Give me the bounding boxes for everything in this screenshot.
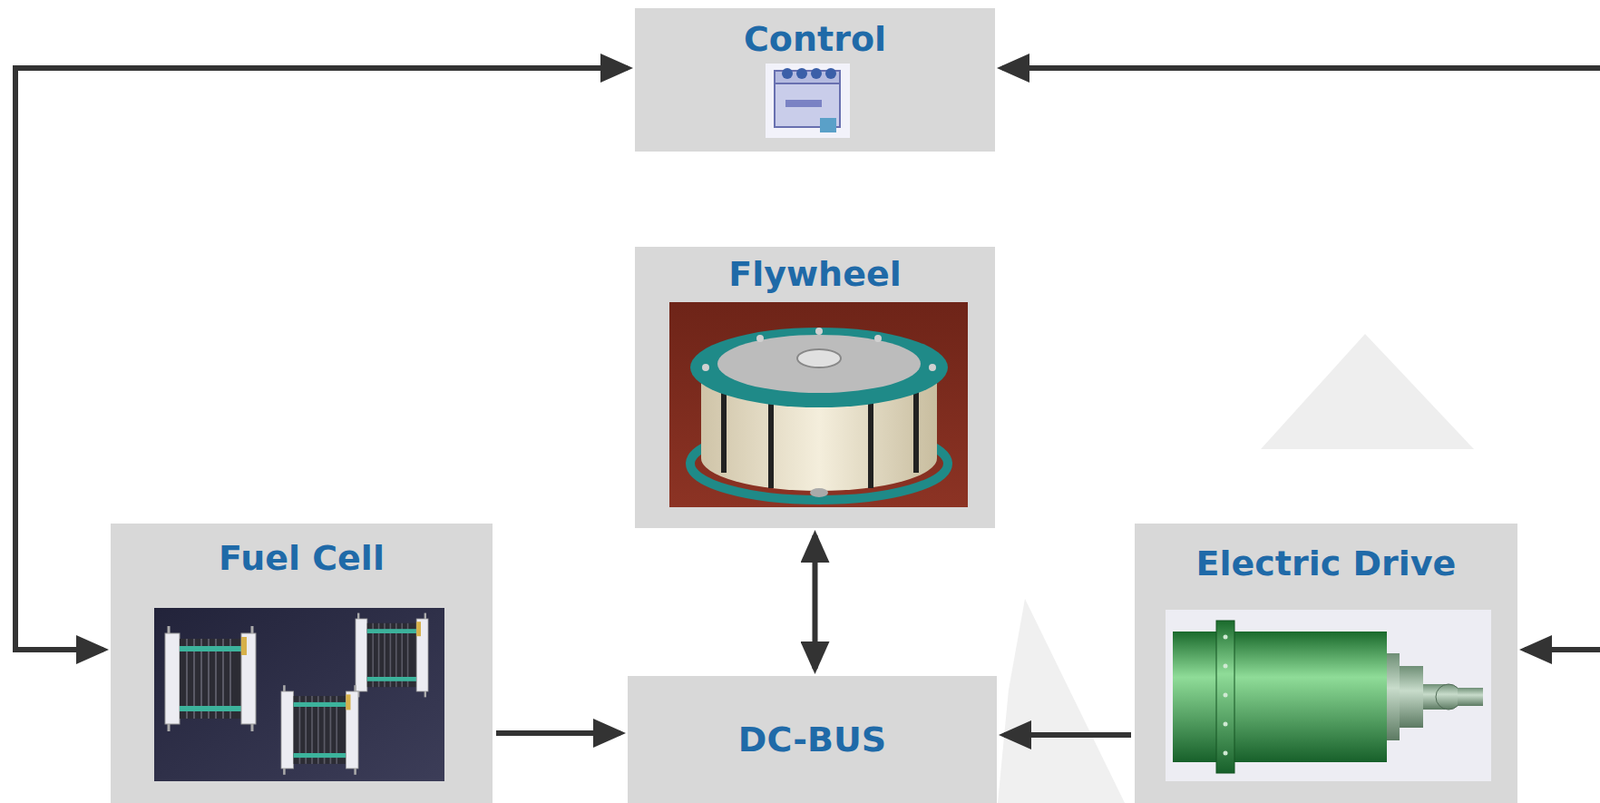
fuel-cell-box: Fuel Cell	[110, 523, 493, 803]
connector-arrow	[812, 535, 819, 669]
box-title: Flywheel	[634, 253, 996, 294]
electric-motor-drawing	[1165, 609, 1492, 781]
connector-arrow	[15, 68, 628, 650]
flywheel-box: Flywheel	[634, 246, 996, 528]
box-title: Control	[634, 19, 996, 59]
flywheel-photo	[669, 302, 968, 508]
box-title: Fuel Cell	[110, 537, 493, 578]
connector-arrow	[496, 730, 621, 736]
connector-arrow	[1004, 731, 1132, 738]
watermark-shape	[997, 598, 1125, 803]
watermark-shape	[1260, 333, 1474, 449]
fuel-cell-photo	[154, 607, 445, 781]
control-box: Control	[634, 8, 996, 152]
dc-bus-box: DC-BUS	[627, 675, 997, 803]
box-title: Electric Drive	[1134, 543, 1518, 584]
box-title: DC-BUS	[627, 719, 997, 760]
controller-icon	[765, 63, 850, 138]
electric-drive-box: Electric Drive	[1134, 523, 1518, 803]
